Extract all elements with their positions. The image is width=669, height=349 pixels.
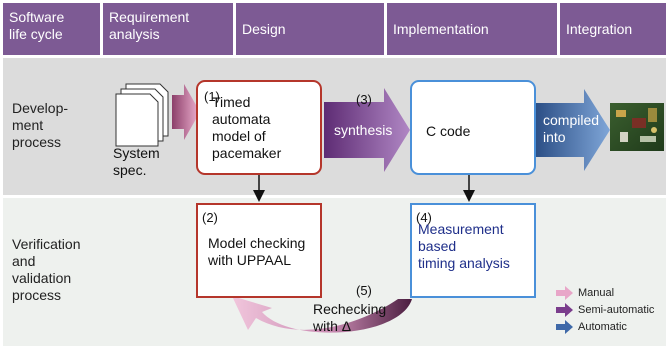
synthesis-arrow xyxy=(324,88,410,172)
timed-automata-model-box: (1) Timed automata model of pacemaker xyxy=(196,80,322,175)
header-integration: Integration xyxy=(560,3,666,55)
legend-automatic-icon xyxy=(556,320,573,334)
row-label-verification: Verification and validation process xyxy=(12,236,81,303)
header-requirement-analysis: Requirement analysis xyxy=(103,3,233,55)
model-box-text: Timed automata model of pacemaker xyxy=(212,94,282,161)
verification-band xyxy=(3,198,666,346)
compiled-into-label: compiled into xyxy=(543,112,600,145)
step-5-number: (5) xyxy=(356,283,372,298)
header-design: Design xyxy=(236,3,384,55)
legend-manual-icon xyxy=(556,286,573,300)
rechecking-arrow xyxy=(232,296,412,333)
legend-semi-automatic-icon xyxy=(556,303,573,317)
step-3-number: (3) xyxy=(356,92,372,107)
legend-manual-label: Manual xyxy=(578,287,615,299)
rechecking-label: Rechecking with Δ xyxy=(313,301,387,334)
legend-automatic-label: Automatic xyxy=(578,321,627,333)
document-stack-icon xyxy=(115,83,169,147)
model-checking-box: (2) Model checking with UPPAAL xyxy=(196,203,322,298)
compiled-into-arrow xyxy=(536,89,610,171)
header-software-life-cycle: Software life cycle xyxy=(3,3,100,55)
header-implementation: Implementation xyxy=(387,3,557,55)
model-checking-text: Model checking with UPPAAL xyxy=(208,235,306,268)
manual-arrow-spec-to-model xyxy=(172,84,200,140)
step-1-number: (1) xyxy=(204,89,220,104)
row-label-development: Develop- ment process xyxy=(12,100,69,150)
step-2-number: (2) xyxy=(202,210,218,225)
c-code-label: C code xyxy=(426,123,471,139)
timing-analysis-box: (4) Measurement based timing analysis xyxy=(410,203,536,298)
step-4-number: (4) xyxy=(416,210,432,225)
system-spec-label: System spec. xyxy=(113,145,160,178)
pacemaker-board-image xyxy=(610,103,664,151)
legend-semi-automatic-label: Semi-automatic xyxy=(578,304,655,316)
synthesis-label: synthesis xyxy=(334,122,393,138)
c-code-box: C code xyxy=(410,80,536,175)
timing-analysis-text: Measurement based timing analysis xyxy=(418,221,510,271)
